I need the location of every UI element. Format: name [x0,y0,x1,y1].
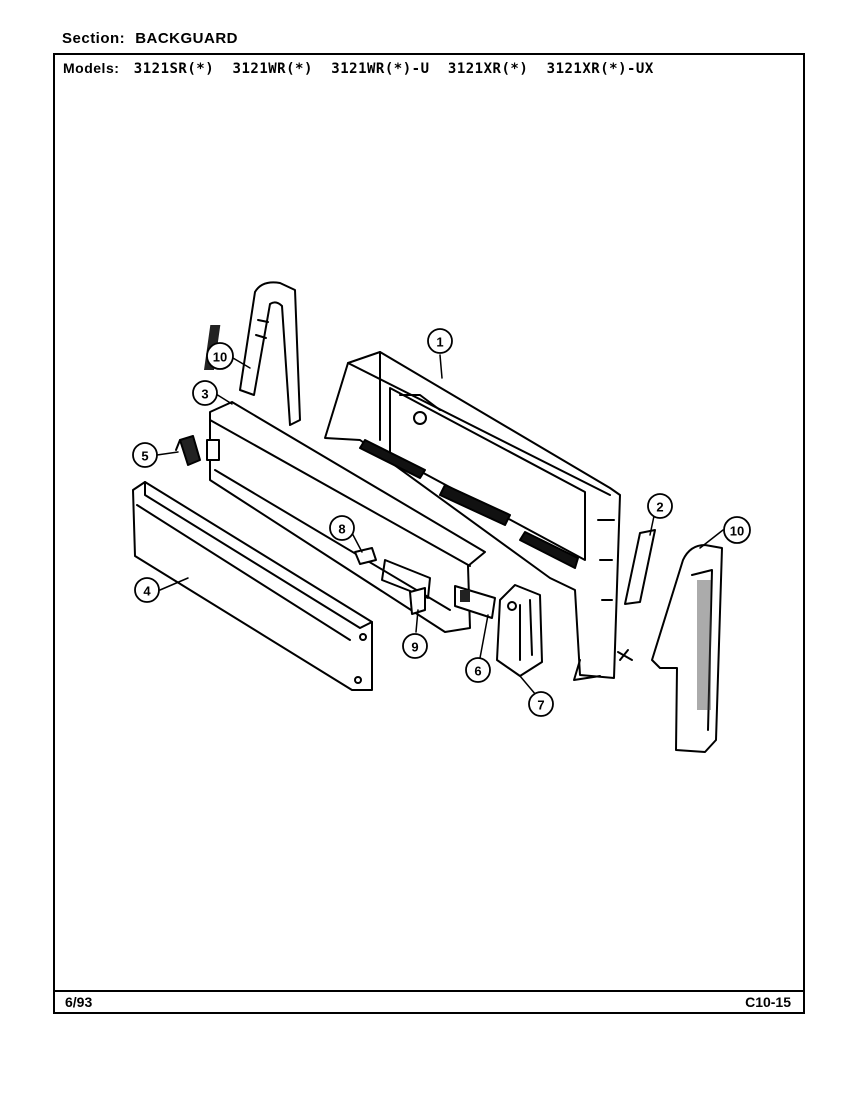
part-5-switch [175,435,201,466]
callout-10-left: 10 [206,342,234,370]
svg-text:6: 6 [474,664,481,679]
section-value: BACKGUARD [135,30,239,47]
part-9-bracket [409,587,426,615]
part-4-front-trim [132,481,373,691]
callout-4: 4 [134,577,160,603]
svg-text:4: 4 [143,584,151,599]
callouts: 1 2 3 4 5 6 7 8 9 10 10 [132,328,751,717]
footer-date: 6/93 [65,994,93,1010]
part-6-electronic-control [454,585,496,619]
models-label: Models: [63,60,120,76]
screw [617,649,633,661]
section-label: Section: [62,30,126,47]
svg-text:10: 10 [730,524,744,539]
footer-page-code: C10-15 [745,994,791,1010]
svg-text:10: 10 [213,350,227,365]
callout-7: 7 [528,691,554,717]
leader-lines [156,354,724,696]
model-number: 3121SR(*) [133,61,215,77]
svg-text:1: 1 [436,335,443,350]
callout-2: 2 [647,493,673,519]
svg-text:3: 3 [201,387,208,402]
part-1-backguard-frame [324,351,621,681]
part-7-mounting-bracket [496,584,543,677]
model-number: 3121WR(*) [232,61,313,77]
part-2-side-brace [624,529,656,605]
svg-text:2: 2 [656,500,663,515]
section-heading: Section: BACKGUARD [62,30,238,47]
part-10-right-end-cap [651,544,723,753]
svg-text:9: 9 [411,640,418,655]
model-number: 3121XR(*)-UX [546,61,654,77]
callout-6: 6 [465,657,491,683]
footer-divider [55,990,803,992]
models-line: Models: 3121SR(*) 3121WR(*) 3121WR(*)-U … [63,60,668,77]
callout-3: 3 [192,380,218,406]
part-8-clip [354,547,377,565]
model-number: 3121XR(*) [447,61,529,77]
model-number: 3121WR(*)-U [331,61,430,77]
diagram-frame: Models: 3121SR(*) 3121WR(*) 3121WR(*)-U … [53,53,805,1014]
svg-text:5: 5 [141,449,148,464]
callout-1: 1 [427,328,453,354]
callout-9: 9 [402,633,428,659]
callout-8: 8 [329,515,355,541]
svg-text:8: 8 [338,522,345,537]
svg-text:7: 7 [537,698,544,713]
callout-10-right: 10 [723,516,751,544]
callout-5: 5 [132,442,158,468]
